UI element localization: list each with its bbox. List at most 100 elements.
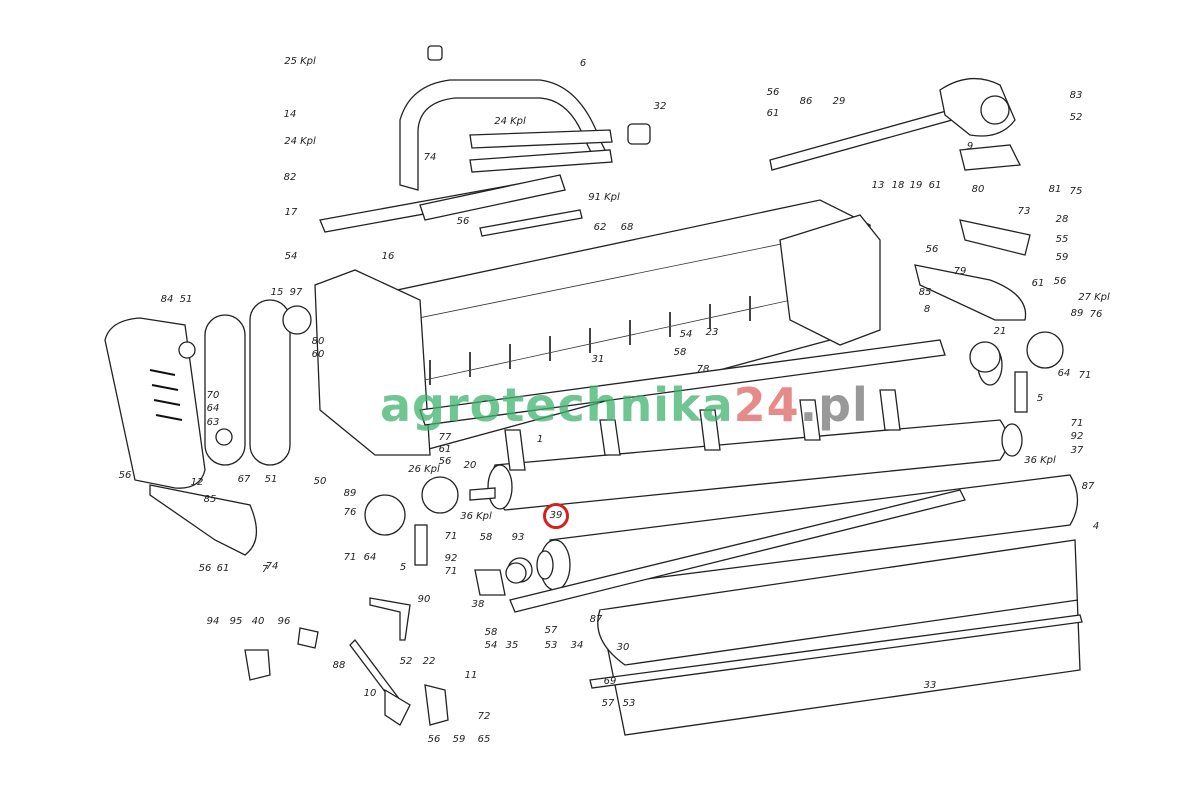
part-label: 36 Kpl	[460, 511, 492, 522]
part-label: 31	[591, 354, 605, 365]
part-label: 34	[570, 640, 584, 651]
part-label: 35	[505, 640, 519, 651]
rear-covers	[509, 489, 1083, 736]
part-label: 51	[264, 474, 278, 485]
part-label: 54	[284, 251, 298, 262]
part-label: 56	[198, 563, 212, 574]
part-label: 56	[456, 216, 470, 227]
part-label: 76	[343, 507, 357, 518]
part-label: 80	[311, 336, 325, 347]
part-label: 60	[311, 349, 325, 360]
part-label: 54	[679, 329, 693, 340]
part-label: 88	[332, 660, 346, 671]
part-label: 53	[544, 640, 558, 651]
part-label: 9	[966, 141, 974, 152]
part-label: 8	[923, 304, 931, 315]
part-label: 29	[832, 96, 846, 107]
part-label: 5	[399, 562, 407, 573]
part-label: 21	[993, 326, 1007, 337]
part-label: 75	[1069, 186, 1083, 197]
part-label: 26 Kpl	[408, 464, 440, 475]
part-label: 1	[536, 434, 544, 445]
part-label: 94	[206, 616, 220, 627]
part-label: 80	[971, 184, 985, 195]
part-label: 57	[544, 625, 558, 636]
part-label: 71	[444, 531, 458, 542]
part-label: 87	[1081, 481, 1095, 492]
part-label: 64	[206, 403, 220, 414]
part-label: 91 Kpl	[588, 192, 620, 203]
part-label: 71	[343, 552, 357, 563]
highlight-label: 39	[549, 510, 563, 521]
rotor-shaft	[419, 339, 1023, 511]
part-label: 82	[283, 172, 297, 183]
watermark-number: 24	[733, 378, 800, 432]
part-label: 93	[511, 532, 525, 543]
part-label: 92	[1070, 431, 1084, 442]
part-label: 61	[1031, 278, 1045, 289]
part-label: 63	[206, 417, 220, 428]
part-label: 89	[1070, 308, 1084, 319]
part-label: 58	[479, 532, 493, 543]
part-label: 55	[1055, 234, 1069, 245]
part-label: 40	[251, 616, 265, 627]
part-label: 14	[283, 109, 297, 120]
part-label: 62	[593, 222, 607, 233]
part-label: 72	[477, 711, 491, 722]
part-label: 74	[265, 561, 279, 572]
part-label: 24 Kpl	[284, 136, 316, 147]
part-label: 52	[1069, 112, 1083, 123]
part-label: 52	[399, 656, 413, 667]
part-label: 50	[313, 476, 327, 487]
part-label: 32	[653, 101, 667, 112]
part-label: 65	[477, 734, 491, 745]
part-label: 51	[179, 294, 193, 305]
part-label: 81	[1048, 184, 1062, 195]
part-label: 61	[438, 444, 452, 455]
part-label: 16	[381, 251, 395, 262]
part-label: 56	[925, 244, 939, 255]
part-label: 58	[484, 627, 498, 638]
part-label: 68	[620, 222, 634, 233]
highlight-callout: 39	[543, 503, 569, 529]
watermark-domain: .pl	[799, 378, 869, 432]
watermark-text: agrotechnika	[380, 378, 734, 432]
part-label: 24 Kpl	[494, 116, 526, 127]
part-label: 17	[284, 207, 298, 218]
part-label: 76	[1089, 309, 1103, 320]
part-label: 7	[261, 564, 269, 575]
part-label: 84	[160, 294, 174, 305]
part-label: 11	[464, 670, 478, 681]
part-label: 96	[277, 616, 291, 627]
part-label: 6	[579, 58, 587, 69]
part-label: 77	[438, 432, 452, 443]
small-parts	[244, 562, 527, 726]
part-label: 83	[1069, 90, 1083, 101]
part-label: 85	[918, 287, 932, 298]
gearbox-assembly	[769, 77, 1031, 256]
part-label: 53	[622, 698, 636, 709]
part-label: 86	[799, 96, 813, 107]
part-label: 67	[237, 474, 251, 485]
part-label: 64	[1057, 368, 1071, 379]
part-label: 59	[452, 734, 466, 745]
belt-drive	[104, 299, 312, 489]
part-label: 97	[289, 287, 303, 298]
part-label: 30	[616, 642, 630, 653]
part-label: 12	[190, 477, 204, 488]
side-plates	[149, 264, 1064, 566]
part-label: 28	[1055, 214, 1069, 225]
part-label: 71	[1078, 370, 1092, 381]
rotor-housing	[314, 199, 881, 456]
part-label: 73	[1017, 206, 1031, 217]
part-label: 15	[270, 287, 284, 298]
part-label: 57	[601, 698, 615, 709]
part-label: 89	[343, 488, 357, 499]
part-label: 38	[471, 599, 485, 610]
part-label: 25 Kpl	[284, 56, 316, 67]
part-label: 69	[603, 676, 617, 687]
part-label: 61	[766, 108, 780, 119]
part-label: 79	[953, 266, 967, 277]
